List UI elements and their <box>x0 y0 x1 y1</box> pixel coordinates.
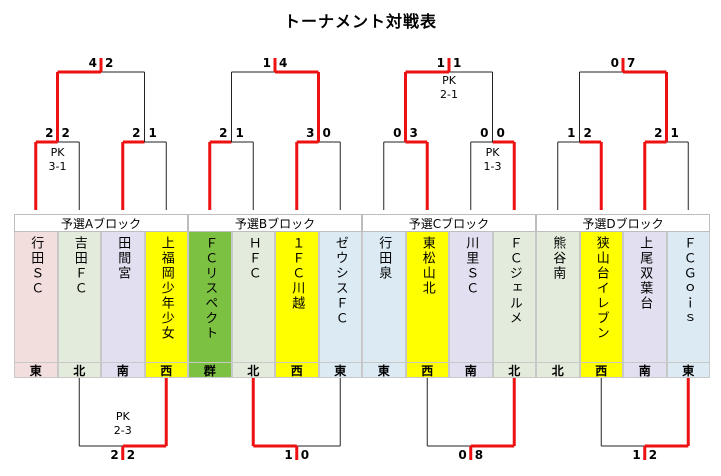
semi-score-left: 0 <box>480 126 489 140</box>
team-region: 北 <box>492 362 536 378</box>
final-score-right: 2 <box>105 56 114 70</box>
team-cell: 行田泉 <box>362 232 406 362</box>
semi-score-left: 2 <box>132 126 141 140</box>
semi-score-left: 2 <box>45 126 54 140</box>
team-name: ゼウシスＦＣ <box>332 236 348 326</box>
team-name: ＨＦＣ <box>245 236 261 281</box>
team-region: 東 <box>362 362 406 378</box>
semi-score-right: 2 <box>61 126 70 140</box>
team-cell: 上福岡少年少女 <box>144 232 188 362</box>
team-name: 川里ＳＣ <box>463 236 479 296</box>
bottom-score-right: 2 <box>126 448 136 462</box>
semi-score-right: 0 <box>322 126 331 140</box>
semi-pk-line: 3-1 <box>48 160 67 173</box>
bottom-score-right: 0 <box>300 448 310 462</box>
semi-pk-line: PK <box>50 146 65 159</box>
team-name: １ＦＣ川越 <box>289 236 305 311</box>
bottom-score-left: 0 <box>458 448 467 462</box>
team-name: ＦＣリスペクト <box>202 236 218 341</box>
team-cell: ＦＣＧｏｉｓ <box>666 232 710 362</box>
team-cell: 上尾双葉台 <box>623 232 667 362</box>
semi-score-right: 3 <box>409 126 418 140</box>
team-cell: ＦＣジェルメ <box>492 232 536 362</box>
team-cell: 東松山北 <box>405 232 449 362</box>
team-cell: 狭山台イレブン <box>579 232 623 362</box>
team-cell: ゼウシスＦＣ <box>318 232 362 362</box>
team-cell: １ＦＣ川越 <box>275 232 319 362</box>
semi-score-left: 3 <box>306 126 315 140</box>
team-name: ＦＣジェルメ <box>506 236 522 326</box>
semi-score-right: 0 <box>496 126 505 140</box>
final-score-left: 0 <box>610 56 619 70</box>
team-region: 西 <box>275 362 319 378</box>
team-region: 南 <box>101 362 145 378</box>
team-cell: ＨＦＣ <box>231 232 275 362</box>
block-header: 予選Dブロック <box>536 214 710 232</box>
bottom-pk-line: 2-3 <box>113 424 132 437</box>
block-header: 予選Cブロック <box>362 214 536 232</box>
team-region: 西 <box>144 362 188 378</box>
team-region: 東 <box>14 362 58 378</box>
team-region: 東 <box>666 362 710 378</box>
team-region: 西 <box>405 362 449 378</box>
team-cell: ＦＣリスペクト <box>188 232 232 362</box>
team-name: 行田ＳＣ <box>28 236 44 296</box>
team-cell: 行田ＳＣ <box>14 232 58 362</box>
semi-score-left: 1 <box>567 126 576 140</box>
page-title: トーナメント対戦表 <box>283 12 437 31</box>
final-pk-line: 2-1 <box>440 88 458 101</box>
team-region: 南 <box>449 362 493 378</box>
final-score-right: 4 <box>279 56 288 70</box>
team-name: 狭山台イレブン <box>593 236 609 341</box>
semi-score-right: 1 <box>670 126 679 140</box>
block-header: 予選Bブロック <box>188 214 362 232</box>
semi-score-left: 0 <box>393 126 402 140</box>
team-cell: 田間宮 <box>101 232 145 362</box>
team-region: 東 <box>318 362 362 378</box>
semi-pk-line: PK <box>485 146 500 159</box>
team-cell: 熊谷南 <box>536 232 580 362</box>
final-score-left: 1 <box>436 56 445 70</box>
team-name: 上福岡少年少女 <box>158 236 174 341</box>
final-score-right: 7 <box>627 56 636 70</box>
bottom-score-left: 1 <box>284 448 293 462</box>
team-name: 東松山北 <box>419 236 435 296</box>
final-pk-line: PK <box>442 74 456 87</box>
bottom-score-right: 8 <box>474 448 484 462</box>
team-region: 北 <box>57 362 101 378</box>
bottom-score-left: 2 <box>110 448 119 462</box>
bottom-score-right: 2 <box>648 448 658 462</box>
final-score-left: 1 <box>262 56 271 70</box>
semi-score-left: 2 <box>654 126 663 140</box>
semi-pk-line: 1-3 <box>483 160 502 173</box>
team-region: 北 <box>536 362 580 378</box>
bottom-pk-line: PK <box>115 410 130 423</box>
semi-score-right: 2 <box>583 126 592 140</box>
team-name: 上尾双葉台 <box>637 236 653 311</box>
team-name: 行田泉 <box>376 236 392 281</box>
team-region: 南 <box>623 362 667 378</box>
semi-score-right: 1 <box>148 126 157 140</box>
block-header: 予選Aブロック <box>14 214 188 232</box>
bottom-score-left: 1 <box>632 448 641 462</box>
final-score-right: 1 <box>453 56 462 70</box>
team-region: 群 <box>188 362 232 378</box>
team-name: 熊谷南 <box>550 236 566 281</box>
team-name: 吉田ＦＣ <box>71 236 87 296</box>
team-name: ＦＣＧｏｉｓ <box>680 236 696 326</box>
team-cell: 川里ＳＣ <box>449 232 493 362</box>
team-cell: 吉田ＦＣ <box>57 232 101 362</box>
final-score-left: 4 <box>88 56 97 70</box>
semi-score-right: 1 <box>235 126 244 140</box>
team-region: 北 <box>231 362 275 378</box>
team-name: 田間宮 <box>115 236 131 281</box>
semi-score-left: 2 <box>219 126 228 140</box>
team-region: 西 <box>579 362 623 378</box>
